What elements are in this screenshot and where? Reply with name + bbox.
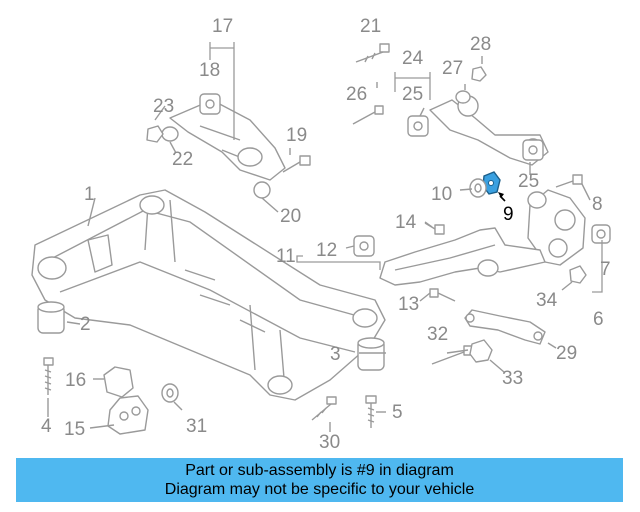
callout-labels: 1 2 3 4 5 6 7 8 9 10 11 12 13 14 15 16 1… <box>41 16 611 453</box>
callout-1: 1 <box>84 184 95 205</box>
nut-part-23 <box>146 125 164 143</box>
callout-20: 20 <box>280 206 301 227</box>
knuckle-part-6 <box>527 189 586 266</box>
bushing-part-10 <box>469 178 487 198</box>
mount-part-15 <box>107 395 149 435</box>
bushing-part-25-lower <box>522 139 544 161</box>
callout-2: 2 <box>80 314 91 335</box>
bushing-part-3 <box>357 337 385 371</box>
washer-part-27 <box>455 90 471 104</box>
callout-13: 13 <box>398 294 419 315</box>
nut-part-34 <box>569 265 587 284</box>
callout-30: 30 <box>319 432 340 453</box>
trailing-arm-part-11 <box>379 227 546 286</box>
callout-25-upper: 25 <box>402 84 423 105</box>
callout-21: 21 <box>360 16 381 37</box>
bolt-part-19 <box>282 155 311 173</box>
callout-15: 15 <box>64 419 85 440</box>
bolt-part-13 <box>429 288 456 302</box>
bushing-part-31 <box>161 383 179 403</box>
mount-part-16 <box>103 366 134 398</box>
callout-31: 31 <box>186 416 207 437</box>
washer-part-22 <box>161 126 179 142</box>
bushing-part-25-upper <box>407 115 429 137</box>
bracket-part-9 <box>482 171 506 202</box>
callout-27: 27 <box>442 58 463 79</box>
callout-26: 26 <box>346 84 367 105</box>
callout-7: 7 <box>600 259 611 280</box>
bushing-part-2 <box>37 301 65 334</box>
callout-24: 24 <box>402 48 424 69</box>
bolt-part-4 <box>43 357 54 395</box>
bolt-part-21 <box>355 43 390 63</box>
link-part-29 <box>464 309 546 345</box>
callout-19: 19 <box>286 125 307 146</box>
banner-line-part-number: Part or sub-assembly is #9 in diagram <box>185 462 454 479</box>
callout-10: 10 <box>431 184 452 205</box>
callout-22: 22 <box>172 149 193 170</box>
callout-23: 23 <box>153 96 174 117</box>
callout-11: 11 <box>276 246 296 267</box>
callout-17: 17 <box>212 16 233 37</box>
bracket-part-33 <box>469 339 493 363</box>
exploded-parts-diagram: 1 2 3 4 5 6 7 8 9 10 11 12 13 14 15 16 1… <box>31 16 611 453</box>
callout-brackets <box>209 42 603 293</box>
bushing-part-12 <box>353 235 375 257</box>
callout-6: 6 <box>593 309 604 330</box>
callout-4: 4 <box>41 416 52 437</box>
info-banner: Part or sub-assembly is #9 in diagram Di… <box>16 458 623 502</box>
bolt-part-26 <box>352 105 384 125</box>
callout-14: 14 <box>395 212 417 233</box>
bushing-part-7 <box>591 224 611 244</box>
banner-line-disclaimer: Diagram may not be specific to your vehi… <box>164 481 475 498</box>
callout-34: 34 <box>536 290 558 311</box>
callout-9-highlighted: 9 <box>503 204 514 225</box>
callout-12: 12 <box>316 240 337 261</box>
callout-5: 5 <box>392 402 403 423</box>
bolt-part-5 <box>365 395 377 428</box>
bushing-part-18 <box>199 93 221 115</box>
callout-25-lower: 25 <box>518 171 539 192</box>
nut-part-28 <box>471 66 487 82</box>
bolt-part-8 <box>555 174 583 188</box>
bolt-part-32 <box>431 345 474 365</box>
callout-18: 18 <box>199 60 220 81</box>
callout-32: 32 <box>427 324 448 345</box>
leader-lines <box>47 56 591 432</box>
subframe-part-1 <box>31 189 386 401</box>
callout-28: 28 <box>470 34 491 55</box>
callout-8: 8 <box>592 194 603 215</box>
callout-29: 29 <box>556 343 577 364</box>
bushing-part-20 <box>253 181 271 199</box>
callout-3: 3 <box>330 344 341 365</box>
bolt-part-30 <box>311 396 337 421</box>
control-arm-part-17 <box>169 99 286 181</box>
callout-16: 16 <box>65 370 86 391</box>
callout-33: 33 <box>502 368 523 389</box>
